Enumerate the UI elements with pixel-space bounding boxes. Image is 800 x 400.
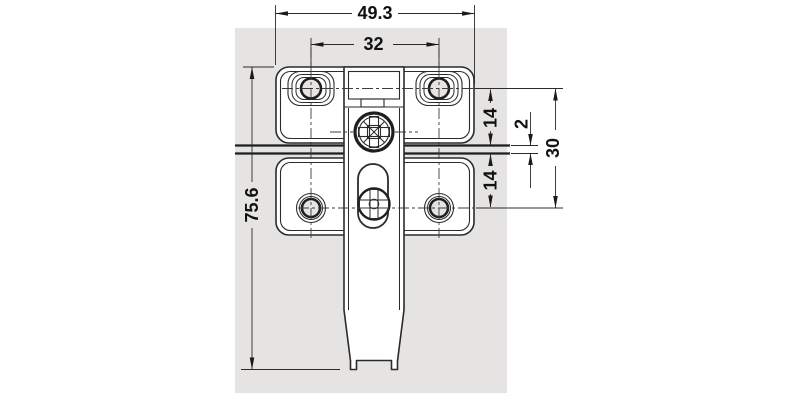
dim-top-row-to-edge: 14	[481, 89, 501, 146]
dim-label-edge-to-bottom-row: 14	[481, 170, 501, 190]
dim-arrow-down	[488, 133, 493, 146]
dim-arrow-left	[311, 42, 324, 47]
pozidriv-diagonal-2	[363, 121, 385, 143]
dim-label-row-span: 30	[543, 138, 563, 158]
dim-arrow-up	[488, 154, 493, 166]
dim-arrow-down	[488, 195, 493, 208]
pozidriv-slot-horizontal	[357, 126, 391, 138]
adjustment-slot	[357, 163, 391, 229]
dim-label-hole-spacing: 32	[363, 34, 383, 54]
dim-overall-height: 75.6	[241, 66, 340, 370]
dim-arrow-up	[528, 153, 533, 165]
dim-label-overall-width: 49.3	[357, 3, 392, 23]
pozidriv-slot-vertical	[368, 115, 380, 149]
dim-arrow-left	[275, 11, 288, 16]
pozidriv-center-boss	[366, 124, 382, 140]
dim-arrow-down	[553, 196, 558, 208]
dim-arrow-down	[528, 134, 533, 146]
dim-label-overall-height: 75.6	[242, 187, 262, 222]
dim-arrow-down	[249, 357, 255, 370]
panel-edge-lines	[235, 144, 538, 155]
slot-screw-head	[357, 187, 391, 221]
dim-hole-spacing: 32	[310, 34, 440, 68]
dim-arrow-up	[553, 88, 558, 101]
dim-arrow-right	[462, 11, 475, 16]
slot-screw-center	[368, 198, 380, 210]
dim-panel-gap: 2	[512, 112, 533, 188]
dim-arrow-up	[249, 67, 255, 79]
centerlines	[282, 48, 563, 238]
dim-arrow-up	[488, 89, 493, 101]
dim-label-top-row-to-edge: 14	[481, 108, 501, 128]
cam-screw	[353, 111, 395, 153]
dim-edge-to-bottom-row: 14	[481, 154, 501, 208]
arm-latch-window	[360, 98, 385, 108]
dim-row-span: 30	[543, 88, 563, 208]
dim-overall-width: 49.3	[275, 3, 475, 84]
dim-label-panel-gap: 2	[512, 119, 532, 129]
slot-screw-cross-vertical	[369, 189, 379, 219]
dim-arrow-right	[426, 42, 439, 47]
